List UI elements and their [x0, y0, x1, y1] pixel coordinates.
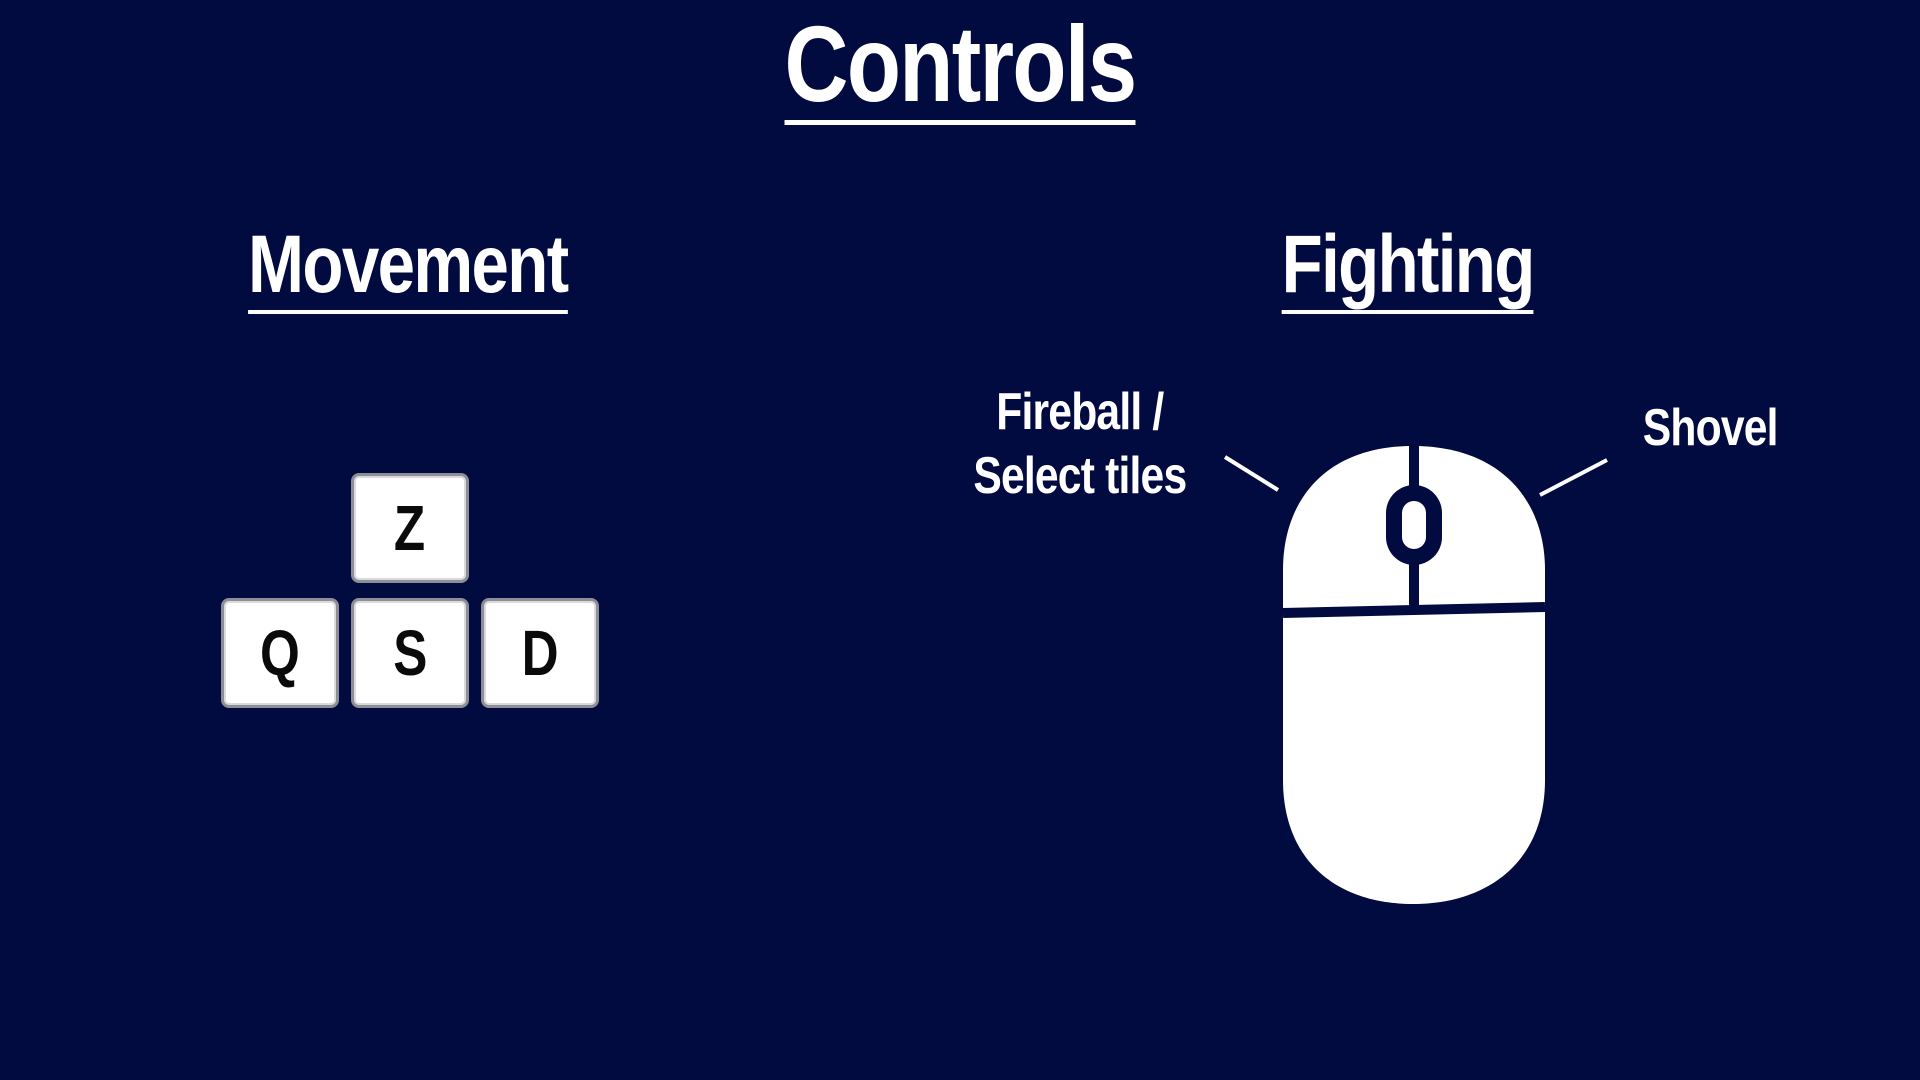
fighting-heading: Fighting — [1158, 224, 1658, 314]
left-button-label-line1: Fireball / — [996, 383, 1164, 441]
key-right-label: D — [521, 617, 559, 689]
left-button-label-line2: Select tiles — [973, 447, 1188, 505]
fighting-heading-text: Fighting — [1281, 224, 1536, 314]
key-down-label: S — [392, 617, 428, 689]
left-button-pointer-line — [1223, 455, 1280, 492]
key-left-label: Q — [260, 617, 300, 689]
key-left: Q — [221, 598, 339, 708]
key-up-label: Z — [394, 492, 426, 564]
right-button-pointer-line — [1539, 458, 1608, 497]
key-right: D — [481, 598, 599, 708]
page-title: Controls — [0, 0, 1920, 125]
movement-heading-text: Movement — [248, 224, 569, 314]
mouse-diagram — [1223, 446, 1608, 904]
right-button-label-text: Shovel — [1642, 399, 1779, 457]
left-button-label: Fireball / Select tiles — [900, 380, 1260, 508]
key-down: S — [351, 598, 469, 708]
key-up: Z — [351, 473, 469, 583]
mouse-icon — [1282, 446, 1546, 904]
page-title-text: Controls — [784, 3, 1137, 125]
movement-heading: Movement — [158, 224, 658, 314]
right-button-label: Shovel — [1570, 396, 1850, 460]
